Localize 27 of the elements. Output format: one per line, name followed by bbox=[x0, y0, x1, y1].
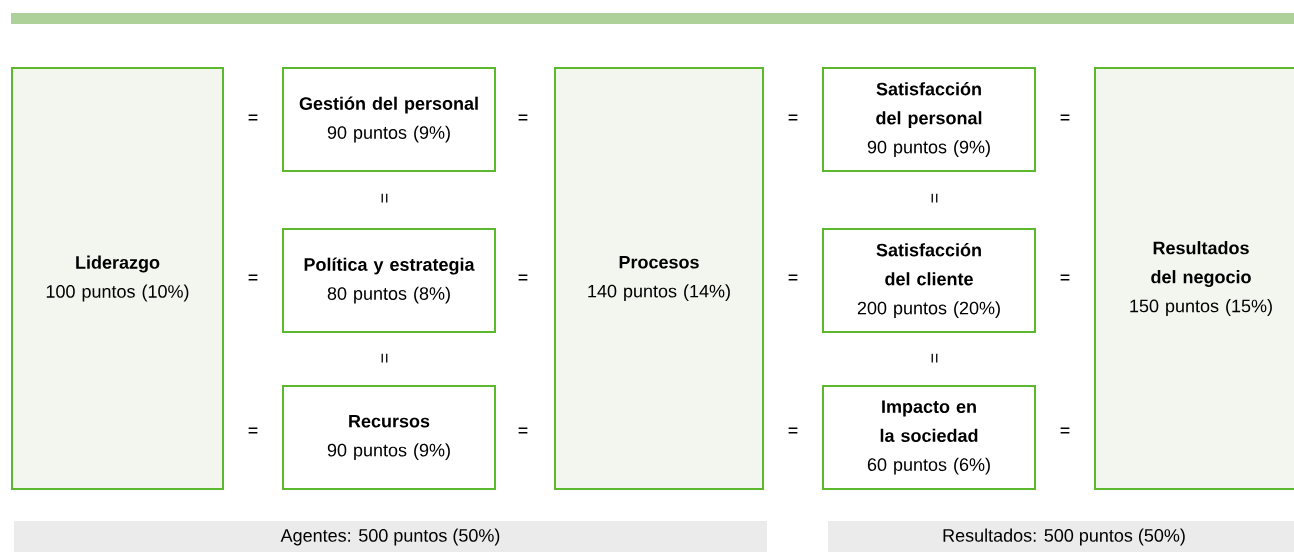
criterion-box: Impacto en la sociedad 60 puntos (6%) bbox=[822, 385, 1036, 490]
equals-sign: = bbox=[518, 427, 528, 434]
equals-sign: = bbox=[248, 114, 258, 121]
equals-sign: = bbox=[1060, 274, 1070, 281]
equals-sign: = bbox=[1060, 427, 1070, 434]
equals-sign: = bbox=[931, 353, 938, 363]
category-box: Procesos 140 puntos (14%) bbox=[554, 67, 764, 490]
category-box: Liderazgo 100 puntos (10%) bbox=[11, 67, 224, 490]
summary-band: Resultados: 500 puntos (50%) bbox=[828, 521, 1294, 552]
criterion-box: Satisfacción del cliente 200 puntos (20%) bbox=[822, 228, 1036, 333]
equals-sign: = bbox=[1060, 114, 1070, 121]
criterion-box: Recursos 90 puntos (9%) bbox=[282, 385, 496, 490]
equals-sign: = bbox=[788, 274, 798, 281]
criterion-box: Satisfacción del personal 90 puntos (9%) bbox=[822, 67, 1036, 172]
equals-sign: = bbox=[381, 353, 388, 363]
criterion-box: Gestión del personal 90 puntos (9%) bbox=[282, 67, 496, 172]
equals-sign: = bbox=[381, 193, 388, 203]
equals-sign: = bbox=[248, 427, 258, 434]
equals-sign: = bbox=[518, 114, 528, 121]
equals-sign: = bbox=[248, 274, 258, 281]
equals-sign: = bbox=[518, 274, 528, 281]
equals-sign: = bbox=[788, 114, 798, 121]
criterion-box: Política y estrategia 80 puntos (8%) bbox=[282, 228, 496, 333]
equals-sign: = bbox=[788, 427, 798, 434]
summary-band: Agentes: 500 puntos (50%) bbox=[14, 521, 767, 552]
equals-sign: = bbox=[931, 193, 938, 203]
category-box: Resultados del negocio 150 puntos (15%) bbox=[1094, 67, 1294, 490]
